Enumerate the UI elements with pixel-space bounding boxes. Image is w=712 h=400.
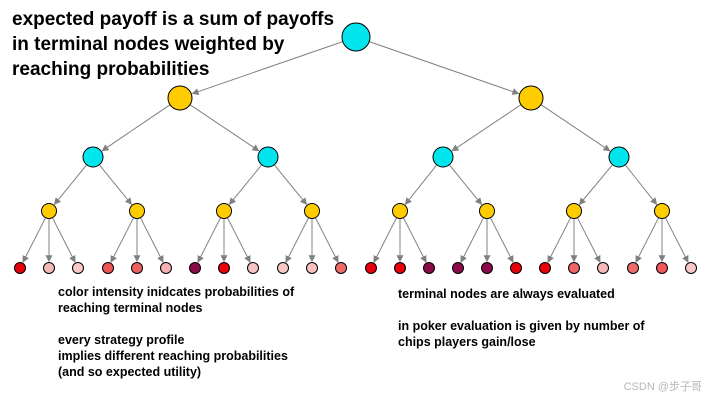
- terminal-node: [452, 262, 464, 274]
- title-line: in terminal nodes weighted by: [12, 34, 285, 55]
- tree-edge: [51, 217, 76, 263]
- tree-edges: [22, 41, 689, 263]
- note-line: reaching terminal nodes: [58, 301, 203, 315]
- note-line: terminal nodes are always evaluated: [398, 287, 615, 301]
- note-line: (and so expected utility): [58, 365, 202, 379]
- tree-edge: [53, 164, 88, 205]
- player-node: [129, 203, 145, 219]
- player-node: [654, 203, 670, 219]
- terminal-node: [306, 262, 318, 274]
- tree-edge: [226, 217, 251, 263]
- tree-edge: [98, 164, 133, 205]
- tree-edge: [402, 217, 427, 263]
- note-reaching-probabilities: color intensity inidcates probabilities …: [58, 284, 294, 380]
- tree-edge: [460, 217, 485, 263]
- terminal-node: [539, 262, 551, 274]
- tree-edge: [285, 217, 310, 263]
- chance-node: [82, 146, 104, 168]
- terminal-node: [597, 262, 609, 274]
- terminal-node: [335, 262, 347, 274]
- tree-edge: [189, 104, 260, 152]
- tree-edge: [451, 104, 522, 152]
- tree-nodes: [14, 22, 697, 274]
- terminal-node: [14, 262, 26, 274]
- tree-edge: [369, 41, 520, 95]
- tree-edge: [101, 104, 171, 152]
- chance-node: [432, 146, 454, 168]
- terminal-node: [43, 262, 55, 274]
- tree-edge: [576, 217, 601, 263]
- terminal-node: [481, 262, 493, 274]
- tree-edge: [273, 164, 308, 205]
- terminal-node: [160, 262, 172, 274]
- player-node: [41, 203, 57, 219]
- note-line: in poker evaluation is given by number o…: [398, 319, 645, 333]
- terminal-node: [394, 262, 406, 274]
- tree-edge: [489, 217, 514, 263]
- chance-node: [257, 146, 279, 168]
- tree-edge: [540, 104, 611, 152]
- tree-edge: [139, 217, 164, 263]
- terminal-node: [568, 262, 580, 274]
- player-node: [518, 85, 544, 111]
- terminal-node: [423, 262, 435, 274]
- note-line: implies different reaching probabilities: [58, 349, 288, 363]
- tree-edge: [191, 41, 343, 95]
- diagram-title: expected payoff is a sum of payoffs in t…: [12, 7, 342, 82]
- tree-edge: [448, 164, 483, 205]
- tree-edge: [22, 217, 47, 263]
- player-node: [392, 203, 408, 219]
- terminal-node: [510, 262, 522, 274]
- root-chance-node: [341, 22, 371, 52]
- tree-edge: [404, 164, 438, 205]
- terminal-node: [131, 262, 143, 274]
- player-node: [216, 203, 232, 219]
- tree-edge: [547, 217, 572, 263]
- terminal-node: [247, 262, 259, 274]
- tree-edge: [110, 217, 135, 263]
- title-line: expected payoff is a sum of payoffs: [12, 9, 335, 30]
- note-line: [398, 302, 645, 318]
- note-terminal-evaluation: terminal nodes are always evaluated in p…: [398, 286, 645, 350]
- note-line: chips players gain/lose: [398, 335, 536, 349]
- terminal-node: [277, 262, 289, 274]
- tree-edge: [314, 217, 339, 263]
- terminal-node: [218, 262, 230, 274]
- terminal-node: [656, 262, 668, 274]
- terminal-node: [189, 262, 201, 274]
- note-line: color intensity inidcates probabilities …: [58, 285, 295, 299]
- watermark: CSDN @步子哥: [623, 381, 702, 393]
- terminal-node: [685, 262, 697, 274]
- tree-edge: [624, 164, 658, 205]
- note-line: every strategy profile: [58, 333, 185, 347]
- terminal-node: [365, 262, 377, 274]
- tree-edge: [197, 217, 222, 263]
- player-node: [167, 85, 193, 111]
- chance-node: [608, 146, 630, 168]
- tree-edge: [228, 164, 263, 205]
- player-node: [566, 203, 582, 219]
- tree-edge: [635, 217, 660, 263]
- tree-edge: [373, 217, 398, 263]
- terminal-node: [627, 262, 639, 274]
- tree-edge: [664, 217, 689, 263]
- terminal-node: [102, 262, 114, 274]
- tree-edge: [578, 164, 613, 206]
- player-node: [479, 203, 495, 219]
- player-node: [304, 203, 320, 219]
- terminal-node: [72, 262, 84, 274]
- note-line: [58, 316, 294, 332]
- title-line: reaching probabilities: [12, 59, 210, 80]
